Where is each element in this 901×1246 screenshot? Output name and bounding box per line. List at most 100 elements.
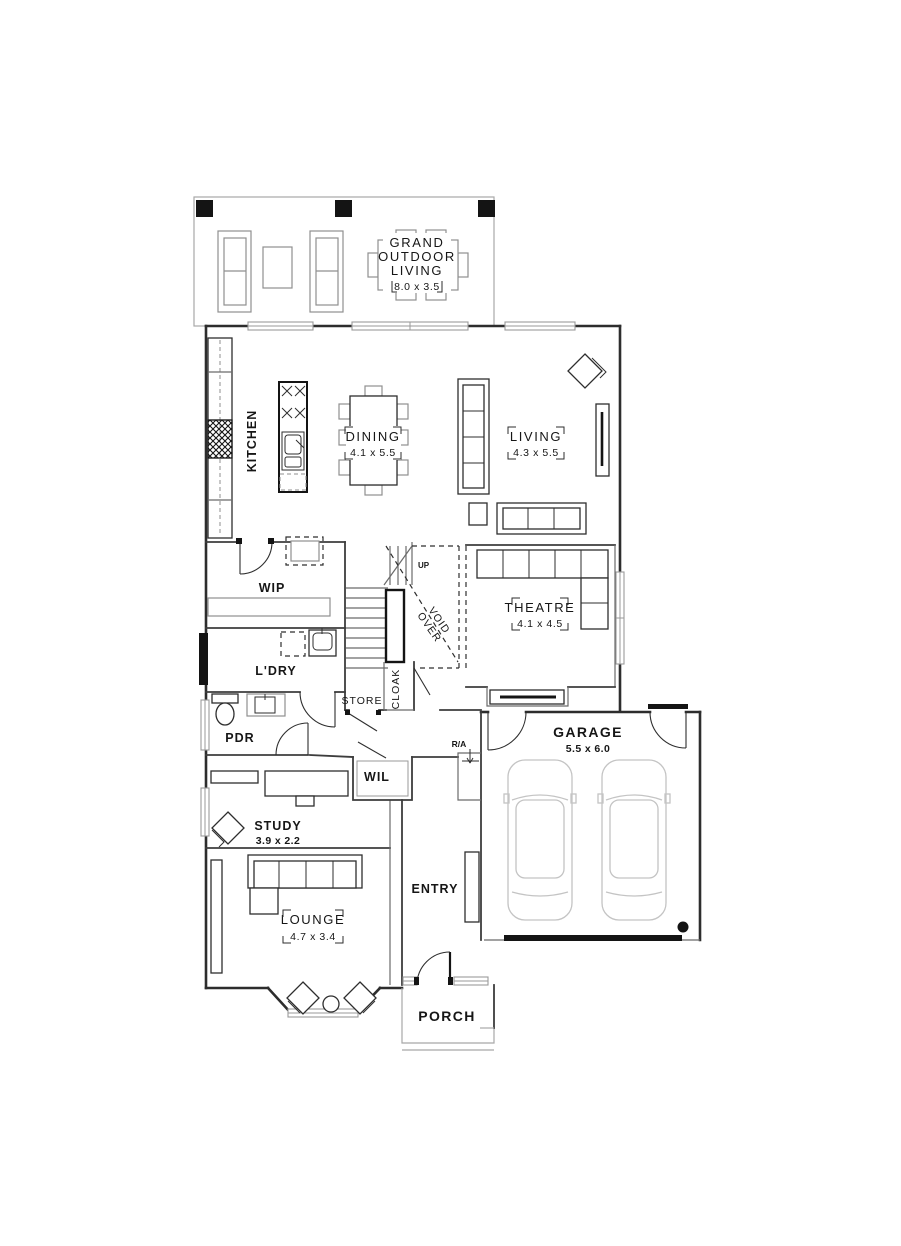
room-label-kitchen: KITCHEN [245, 410, 259, 473]
dining-chair [338, 459, 351, 476]
door [357, 741, 387, 759]
door [487, 711, 527, 751]
living-sofa [457, 378, 490, 495]
outdoor-sofa [309, 230, 344, 313]
post-icon [335, 200, 352, 217]
room-label-outdoor-3: LIVING [391, 263, 443, 278]
vanity-icon [246, 693, 286, 717]
bay-chair [286, 981, 320, 1015]
svg-text:R/A: R/A [452, 739, 467, 749]
sink-icon [281, 431, 305, 471]
garage-door-panel [504, 935, 682, 941]
outdoor-sofa [217, 230, 252, 313]
room-label-garage: GARAGE [553, 724, 623, 740]
room-label-store: STORE [342, 695, 383, 707]
car [503, 759, 577, 921]
door-lintel [648, 704, 688, 709]
outdoor-coffee-table [262, 246, 293, 289]
lounge-sofa [247, 854, 363, 915]
entry-area: ENTRY PORCH [401, 851, 495, 1051]
room-label-wil: WIL [364, 770, 390, 784]
study-area: STUDY 3.9 x 2.2 [210, 770, 349, 848]
lounge-cabinet [210, 859, 223, 974]
dining-chair [364, 484, 383, 496]
dining-chair [364, 385, 383, 397]
theatre-tv [489, 689, 565, 705]
theatre-area: THEATRE 4.1 x 4.5 [465, 544, 616, 707]
door [649, 711, 687, 749]
door [413, 667, 431, 696]
lounge-area: LOUNGE 4.7 x 3.4 [210, 854, 377, 1015]
fridge-space [207, 419, 233, 459]
study-desk [264, 770, 349, 807]
side-table [468, 502, 488, 526]
room-dims-study: 3.9 x 2.2 [256, 835, 300, 847]
wip-bench [207, 597, 331, 617]
toilet-icon [211, 693, 239, 726]
wil-shelving [356, 760, 409, 797]
cooktop-icon [281, 385, 306, 419]
room-label-entry: ENTRY [412, 882, 459, 896]
dining-area: DINING 4.1 x 5.5 [338, 385, 409, 496]
study-shelf [210, 770, 259, 784]
room-label-outdoor-2: OUTDOOR [378, 249, 456, 264]
room-dims-theatre: 4.1 x 4.5 [517, 618, 563, 630]
wip-area: WIP [207, 536, 331, 617]
post-icon [196, 200, 213, 217]
appliance-space [280, 631, 306, 657]
room-dims-dining: 4.1 x 5.5 [350, 447, 396, 459]
outdoor-living-area: GRAND OUTDOOR LIVING 8.0 x 3.5 [193, 196, 495, 327]
stair-up-label: UP [418, 561, 430, 570]
window [247, 321, 314, 331]
window [200, 787, 210, 837]
kitchen-island [278, 381, 308, 493]
living-area: LIVING 4.3 x 5.5 [457, 353, 610, 535]
cloak-room: CLOAK [383, 661, 415, 711]
room-dims-lounge: 4.7 x 3.4 [290, 931, 336, 943]
outdoor-dining-set [367, 229, 469, 301]
kitchen-cabinets [207, 337, 233, 539]
room-dims-living: 4.3 x 5.5 [513, 447, 559, 459]
wil-area: WIL [352, 741, 413, 801]
bay-table [322, 995, 340, 1013]
room-label-living: LIVING [510, 429, 562, 444]
room-label-cloak: CLOAK [390, 669, 402, 710]
windows [199, 321, 625, 1018]
void-outline [385, 545, 467, 669]
dining-chair [396, 459, 409, 476]
powder-area: PDR [211, 693, 309, 756]
room-label-lounge: LOUNGE [281, 912, 346, 927]
void-over-label: VOID OVER [414, 605, 452, 645]
post-icon [478, 200, 495, 217]
kitchen-area: KITCHEN [207, 337, 308, 539]
room-label-study: STUDY [254, 819, 301, 833]
room-label-laundry: L'DRY [255, 664, 297, 678]
window [615, 571, 625, 665]
dining-chair [396, 403, 409, 420]
window [351, 321, 469, 331]
staircase: UP VOID OVER [346, 542, 467, 669]
room-dims-garage: 5.5 x 6.0 [566, 743, 610, 755]
armchair [567, 353, 607, 389]
bay-chair [343, 981, 377, 1015]
porch-area: PORCH [401, 984, 495, 1051]
theatre-sofa [476, 549, 609, 630]
room-label-powder: PDR [225, 731, 254, 745]
return-air-annotation: R/A [452, 739, 479, 764]
study-chair [211, 811, 245, 848]
front-door[interactable] [402, 951, 489, 986]
door [299, 691, 336, 728]
laundry-tub [308, 628, 337, 657]
room-label-porch: PORCH [418, 1008, 476, 1024]
laundry-external-door [199, 633, 208, 685]
room-label-dining: DINING [345, 429, 400, 444]
appliance-space [285, 536, 324, 566]
room-label-outdoor-1: GRAND [390, 235, 445, 250]
room-dims-outdoor: 8.0 x 3.5 [394, 281, 440, 293]
store-cloak-area: STORE CLOAK [342, 661, 431, 732]
dining-chair [338, 403, 351, 420]
door [275, 722, 309, 756]
room-label-theatre: THEATRE [505, 600, 576, 615]
